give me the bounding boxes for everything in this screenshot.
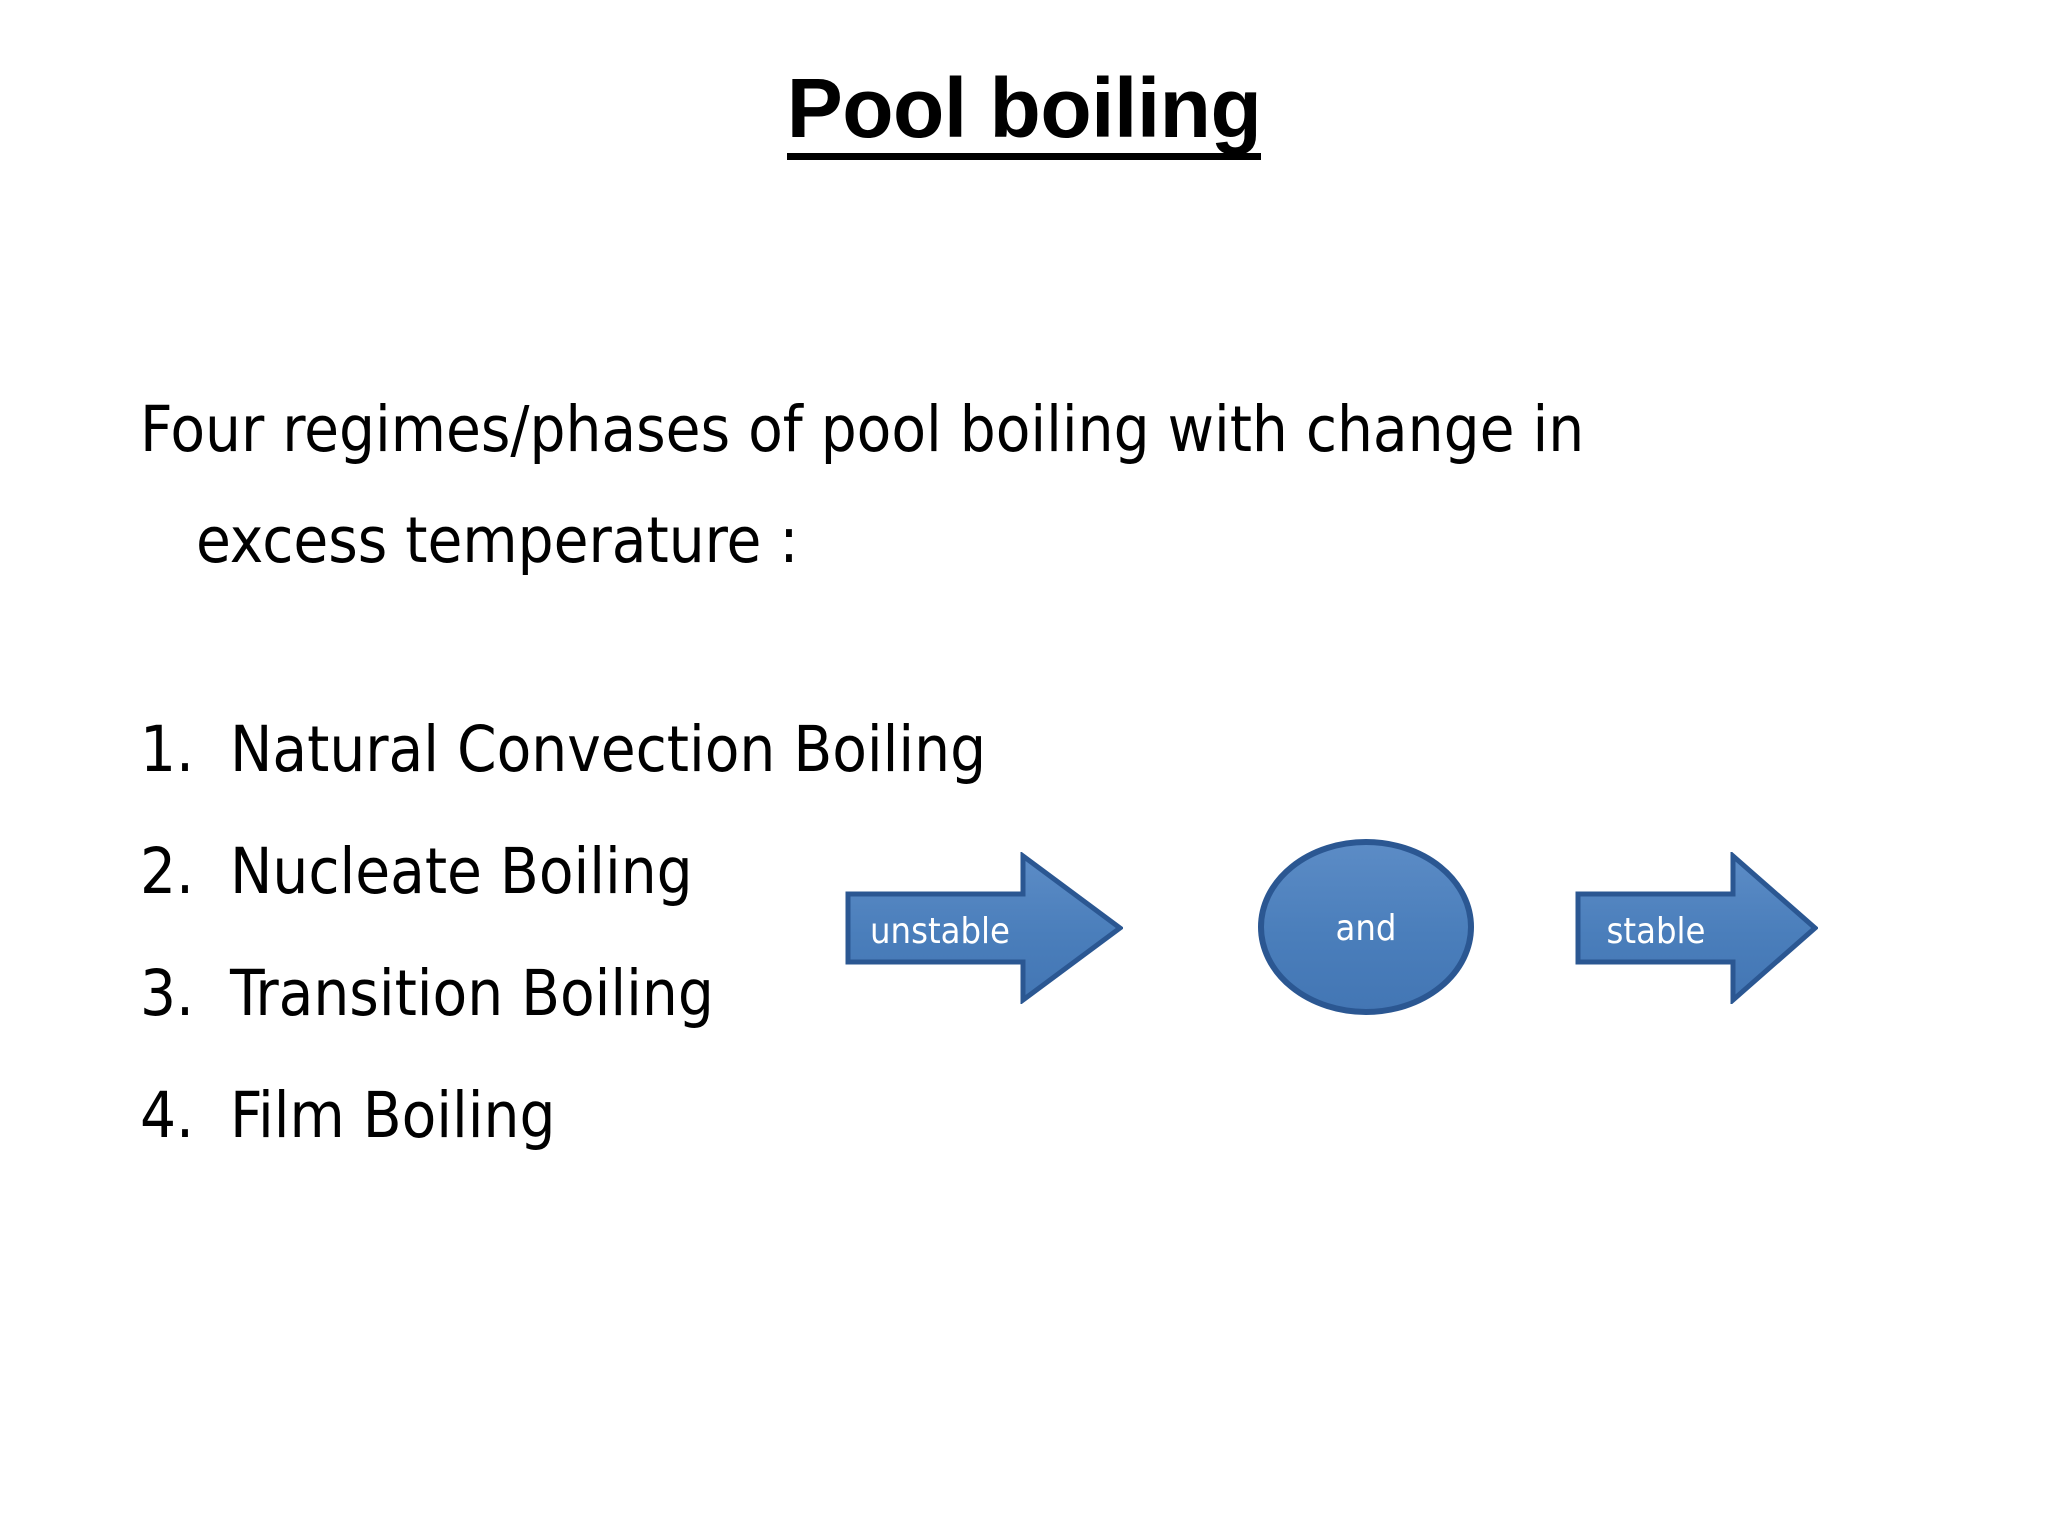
slide-title-inner: Pool boiling xyxy=(786,66,1262,160)
slide-title: Pool boiling xyxy=(0,66,2048,160)
ellipse-icon xyxy=(1258,839,1474,1015)
intro-paragraph-line-2: excess temperature : xyxy=(196,504,799,577)
stability-flow-diagram: unstable and xyxy=(845,838,1905,1016)
list-item-number: 3. xyxy=(140,957,195,1030)
list-item: 3. Transition Boiling xyxy=(140,962,1990,1084)
list-item-number: 4. xyxy=(140,1079,195,1152)
list-item-number: 2. xyxy=(140,835,195,908)
intro-paragraph: Four regimes/phases of pool boiling with… xyxy=(140,398,1940,572)
intro-paragraph-line-1: Four regimes/phases of pool boiling with… xyxy=(140,393,1585,466)
list-item-number: 1. xyxy=(140,713,195,786)
and-ellipse-label: and xyxy=(1335,908,1397,949)
list-item-label: Transition Boiling xyxy=(230,957,714,1030)
list-item: 4. Film Boiling xyxy=(140,1084,1990,1206)
slide-title-text: Pool boiling xyxy=(786,61,1262,155)
regimes-list: 1. Natural Convection Boiling 2. Nucleat… xyxy=(140,718,1990,1206)
and-ellipse-shape: and xyxy=(1257,838,1475,1016)
right-arrow-icon xyxy=(845,852,1123,1004)
stable-arrow-label: stable xyxy=(1606,911,1706,952)
list-item-label: Natural Convection Boiling xyxy=(230,713,987,786)
right-arrow-icon xyxy=(1575,852,1818,1004)
unstable-arrow-shape: unstable xyxy=(845,852,1123,1004)
unstable-arrow-label: unstable xyxy=(870,911,1010,952)
title-underline xyxy=(786,153,1262,160)
list-item-label: Nucleate Boiling xyxy=(230,835,693,908)
stable-arrow-shape: stable xyxy=(1575,852,1818,1004)
list-item: 1. Natural Convection Boiling xyxy=(140,718,1990,840)
list-item: 2. Nucleate Boiling xyxy=(140,840,1990,962)
list-item-label: Film Boiling xyxy=(230,1079,556,1152)
